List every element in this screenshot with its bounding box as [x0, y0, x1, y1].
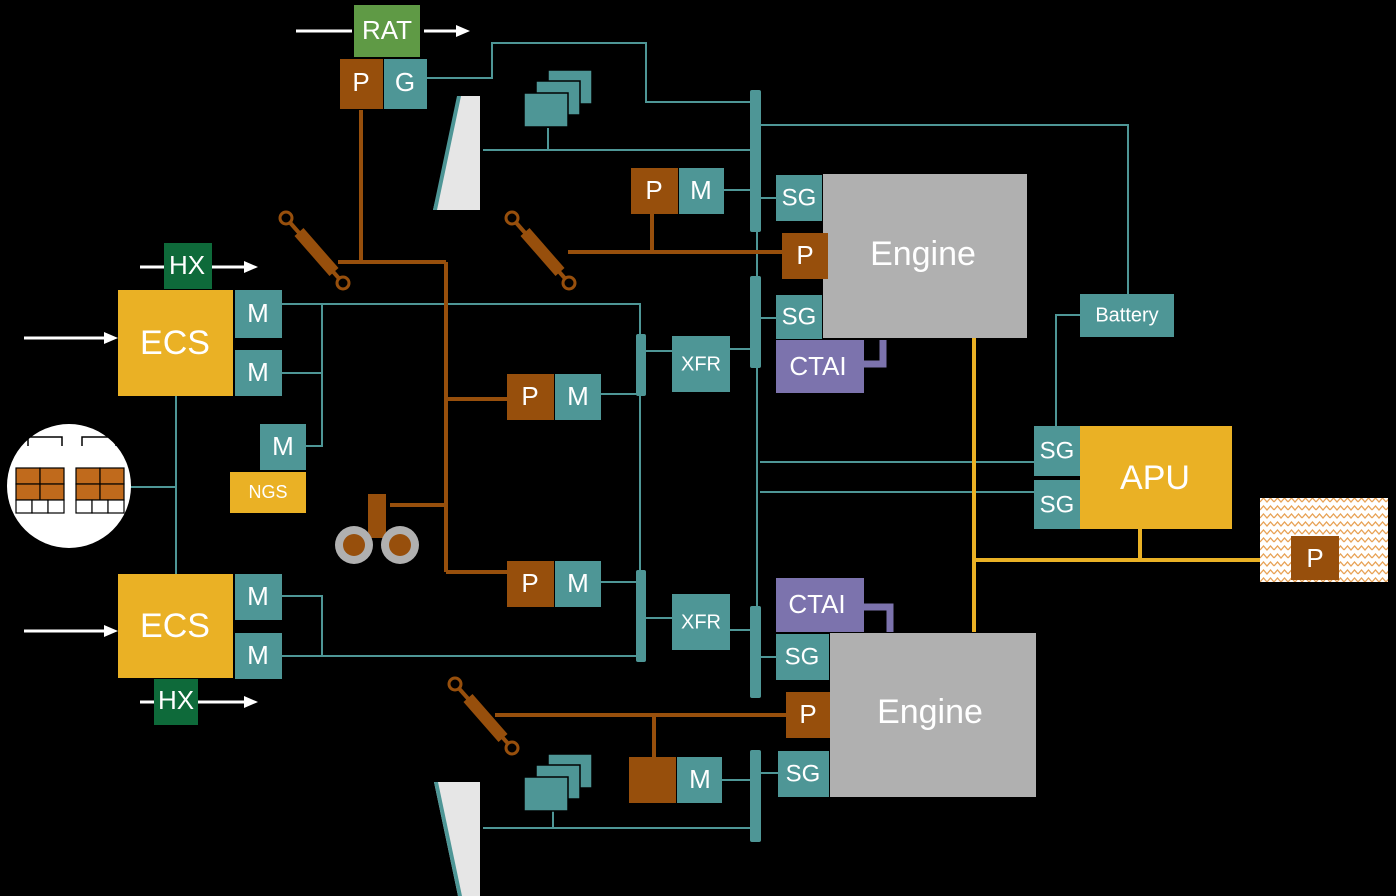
ctai-bottom: CTAI [776, 578, 864, 632]
motor-bottom-label: M [689, 764, 711, 794]
pump-motor-bottom [629, 757, 722, 803]
fuel-tank-icon: P [1260, 498, 1388, 582]
sg-engine-bottom-1-label: SG [785, 643, 820, 670]
hx-top-label: HX [169, 250, 205, 280]
bus-bar-xfr-top [636, 334, 646, 396]
flow-arrows [24, 25, 470, 708]
rat-pump-label: P [352, 67, 369, 97]
rat-unit: RAT P G [340, 5, 427, 109]
apu-starter-generators [1034, 426, 1080, 529]
pump-motor-mid [507, 374, 601, 420]
motor-upper-label: M [690, 175, 712, 205]
cabin-cross-section-icon [7, 424, 131, 548]
motor-mid-label: M [567, 381, 589, 411]
battery-label: Battery [1095, 304, 1158, 326]
pump-motor-low [507, 561, 601, 607]
starter-generators [776, 175, 829, 797]
ecs-bottom-label: ECS [140, 607, 210, 645]
bus-bar-xfr-bottom [636, 570, 646, 662]
landing-gear-icon [335, 494, 419, 564]
xfr-bottom-label: XFR [681, 611, 721, 633]
pump-motor-upper [631, 168, 724, 214]
stacked-actuators-top-icon [523, 69, 593, 128]
hx-bottom: HX [154, 679, 198, 725]
engine-pump-bottom-label: P [799, 699, 816, 729]
bus-bar-top [750, 90, 761, 232]
ecs-top: ECS [118, 290, 233, 396]
ecs-top-motor-2-label: M [247, 357, 269, 387]
electric-network [130, 42, 1129, 829]
hydraulic-actuator-3-icon [447, 676, 520, 756]
engine-top-label: Engine [870, 235, 976, 273]
ecs-motors [235, 290, 306, 679]
hx-bottom-label: HX [158, 685, 194, 715]
ctai-top: CTAI [776, 340, 864, 393]
engine-pumps [782, 233, 830, 738]
ecs-top-motor-1-label: M [247, 298, 269, 328]
flight-surface-bottom-icon [434, 782, 480, 896]
battery: Battery [1080, 294, 1174, 337]
engine-top: Engine [823, 174, 1027, 338]
apu-sg-1-label: SG [1040, 437, 1075, 464]
ecs-bottom-motor-1-label: M [247, 581, 269, 611]
rat-generator-label: G [395, 67, 415, 97]
stacked-actuators-bottom-icon [523, 753, 593, 812]
sg-engine-top-1-label: SG [782, 184, 817, 211]
xfr-top: XFR [672, 336, 730, 392]
ecs-bottom-motor-2-label: M [247, 640, 269, 670]
ecs-top-label: ECS [140, 324, 210, 362]
ngs-label: NGS [248, 482, 287, 502]
hx-top: HX [164, 243, 212, 289]
apu-label: APU [1120, 459, 1190, 497]
apu-sg-2-label: SG [1040, 491, 1075, 518]
flight-surface-top-icon [433, 96, 480, 210]
bus-bar-lower-mid [750, 606, 761, 698]
bus-bar-bottom [750, 750, 761, 842]
xfr-bottom: XFR [672, 594, 730, 650]
engine-bottom: Engine [830, 633, 1036, 797]
bus-bars [636, 90, 761, 842]
rat-label: RAT [362, 15, 412, 45]
pump-upper-label: P [645, 175, 662, 205]
ctai-bottom-label: CTAI [788, 589, 845, 619]
pump-mid-label: P [521, 381, 538, 411]
fuel-pump-label: P [1306, 543, 1323, 573]
bus-bar-upper-mid [750, 276, 761, 368]
fuel-network [972, 338, 1294, 632]
anti-ice-ducts [864, 340, 894, 632]
pump-low-label: P [521, 568, 538, 598]
sg-engine-top-2-label: SG [782, 303, 817, 330]
ngs: NGS [230, 472, 306, 513]
ecs-bottom: ECS [118, 574, 233, 678]
engine-bottom-label: Engine [877, 693, 983, 731]
engine-pump-top-label: P [796, 240, 813, 270]
hydraulic-actuator-1-icon [278, 210, 351, 291]
sg-engine-bottom-2-label: SG [786, 760, 821, 787]
xfr-top-label: XFR [681, 353, 721, 375]
apu: APU [1080, 426, 1232, 529]
hydraulic-actuator-2-icon [504, 210, 577, 291]
hydraulic-network [338, 110, 786, 758]
ctai-top-label: CTAI [789, 351, 846, 381]
ngs-motor-label: M [272, 431, 294, 461]
motor-low-label: M [567, 568, 589, 598]
